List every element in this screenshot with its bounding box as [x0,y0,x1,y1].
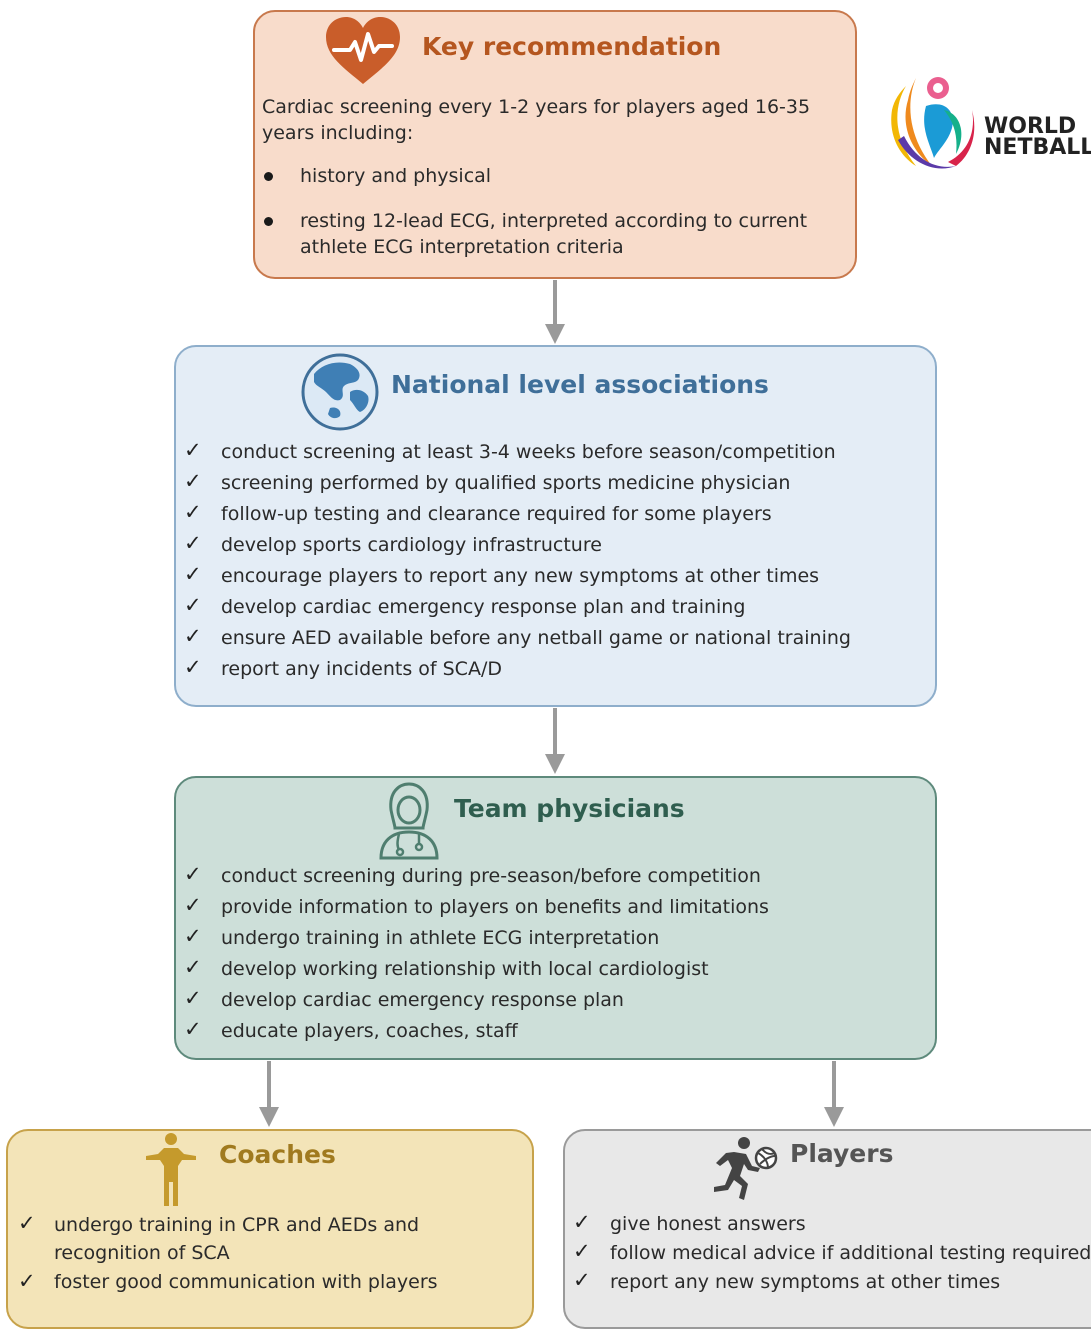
key-intro-line1: Cardiac screening every 1-2 years for pl… [262,96,811,118]
check-icon: ✓ [184,500,202,524]
key-intro-line2: years including: [262,122,414,144]
check-icon: ✓ [184,924,202,948]
players-item: follow medical advice if additional test… [610,1242,1091,1264]
coach-icon [146,1133,196,1206]
check-icon: ✓ [184,531,202,555]
bullet-dot [264,172,273,181]
check-icon: ✓ [184,955,202,979]
globe-icon [301,353,379,431]
check-icon: ✓ [184,469,202,493]
team-item: provide information to players on benefi… [221,896,769,918]
logo-line2: NETBALL [984,135,1091,160]
check-icon: ✓ [184,862,202,886]
key-bullet-2-line2: athlete ECG interpretation criteria [300,236,624,258]
check-icon: ✓ [573,1210,591,1234]
check-icon: ✓ [573,1239,591,1263]
check-icon: ✓ [184,893,202,917]
check-icon: ✓ [184,1017,202,1041]
coaches-item-1-line1: undergo training in CPR and AEDs and [54,1214,420,1236]
coaches-item-1-line2: recognition of SCA [54,1242,230,1264]
check-icon: ✓ [184,438,202,462]
check-icon: ✓ [18,1211,36,1235]
national-associations-box [174,345,937,707]
flow-arrow [545,280,565,344]
team-physicians-box [174,776,937,1060]
check-icon: ✓ [184,624,202,648]
team-item: develop working relationship with local … [221,958,709,980]
players-item: report any new symptoms at other times [610,1271,1001,1293]
key-bullet-1: history and physical [300,165,492,187]
check-icon: ✓ [184,562,202,586]
heart-ecg-icon [326,17,400,84]
team-item: conduct screening during pre-season/befo… [221,865,761,887]
check-icon: ✓ [18,1269,36,1293]
coaches-title: Coaches [219,1140,336,1169]
flow-arrow [824,1061,844,1127]
world-netball-wordmark: WORLD NETBALL [984,114,1091,160]
national-item: ensure AED available before any netball … [221,627,851,649]
team-item: undergo training in athlete ECG interpre… [221,927,660,949]
flow-arrow [259,1061,279,1127]
key-bullet-2-line1: resting 12-lead ECG, interpreted accordi… [300,210,808,232]
national-item: report any incidents of SCA/D [221,658,502,680]
doctor-icon [379,782,439,860]
national-item: develop sports cardiology infrastructure [221,534,602,556]
national-item: encourage players to report any new symp… [221,565,820,587]
national-item: develop cardiac emergency response plan … [221,596,746,618]
team-item: educate players, coaches, staff [221,1020,518,1042]
world-netball-logo [891,77,975,169]
team-physicians-title: Team physicians [454,794,685,823]
national-associations-title: National level associations [391,370,769,399]
bullet-dot [264,217,273,226]
national-item: conduct screening at least 3-4 weeks bef… [221,441,836,463]
flow-arrow [545,708,565,774]
check-icon: ✓ [184,593,202,617]
runner-ball-icon [714,1137,778,1200]
check-icon: ✓ [573,1268,591,1292]
check-icon: ✓ [184,986,202,1010]
national-item: follow-up testing and clearance required… [221,503,772,525]
logo-line1: WORLD [984,114,1077,139]
check-icon: ✓ [184,655,202,679]
coaches-item-2: foster good communication with players [54,1271,438,1293]
key-recommendation-title: Key recommendation [422,32,722,61]
national-item: screening performed by qualified sports … [221,472,791,494]
players-title: Players [790,1139,894,1168]
team-item: develop cardiac emergency response plan [221,989,624,1011]
players-item: give honest answers [610,1213,806,1235]
